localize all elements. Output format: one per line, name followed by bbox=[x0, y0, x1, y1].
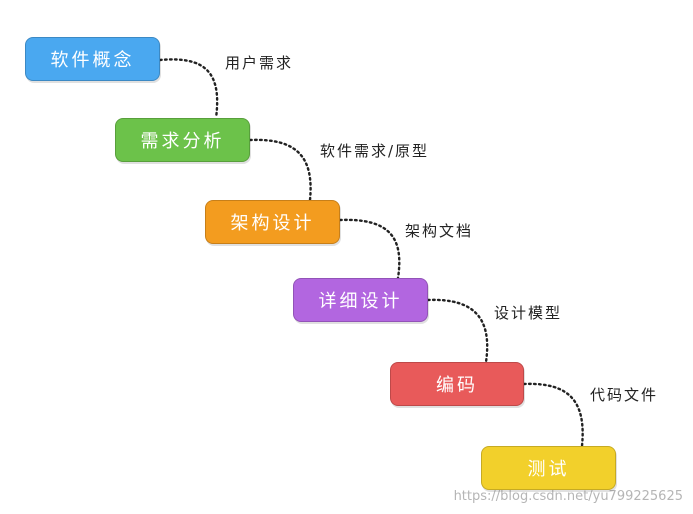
artifact-code-files: 代码文件 bbox=[590, 386, 659, 404]
artifact-software-requirements: 软件需求/原型 bbox=[320, 142, 430, 160]
stage-testing-label: 测试 bbox=[527, 459, 570, 480]
stage-architecture-label: 架构设计 bbox=[230, 213, 315, 234]
watermark: https://blog.csdn.net/yu799225625 bbox=[453, 489, 683, 504]
artifact-design-model: 设计模型 bbox=[494, 304, 563, 322]
connector-architecture-to-detailed bbox=[338, 218, 401, 280]
stage-concept-label: 软件概念 bbox=[50, 50, 135, 71]
connector-requirements-to-architecture bbox=[248, 138, 312, 202]
stage-coding: 编码 bbox=[390, 362, 524, 406]
connector-concept-to-requirements bbox=[158, 58, 219, 120]
stage-requirements-label: 需求分析 bbox=[140, 131, 225, 152]
stage-detailed-design: 详细设计 bbox=[293, 278, 428, 322]
stage-detailed-design-label: 详细设计 bbox=[318, 291, 403, 312]
connector-coding-to-testing bbox=[522, 382, 584, 448]
artifact-user-requirements: 用户需求 bbox=[225, 54, 294, 72]
stage-architecture: 架构设计 bbox=[205, 200, 340, 244]
stage-testing: 测试 bbox=[481, 446, 616, 490]
stage-coding-label: 编码 bbox=[436, 375, 478, 396]
stage-concept: 软件概念 bbox=[25, 37, 160, 81]
artifact-architecture-doc: 架构文档 bbox=[405, 222, 474, 240]
connector-detailed-to-coding bbox=[426, 298, 489, 364]
stage-requirements: 需求分析 bbox=[115, 118, 250, 162]
